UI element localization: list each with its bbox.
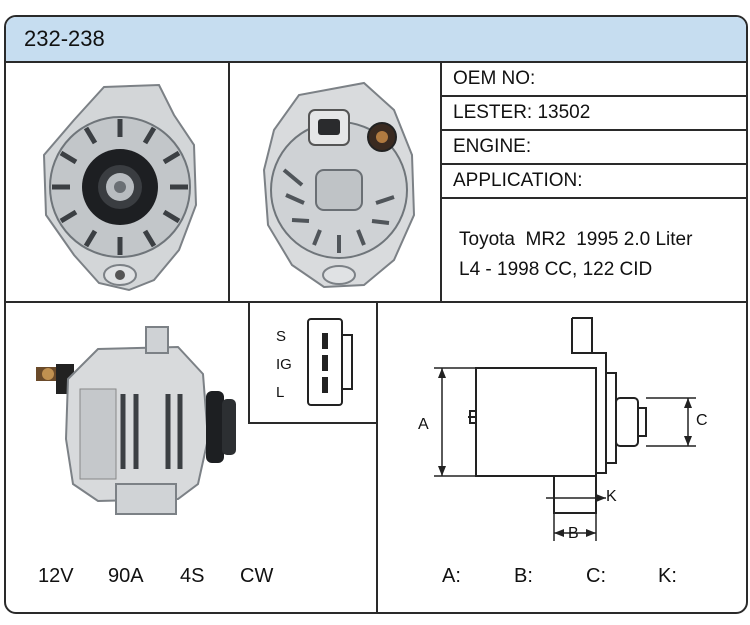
spec-groove: 4S [180, 565, 205, 587]
pin-label-ig: IG [276, 356, 292, 373]
spec-sheet: 232-238 OEM NO: LESTER: 13502 ENGINE: AP… [4, 15, 748, 614]
diagram-label-b: B [568, 525, 579, 542]
lester-number-field: LESTER: 13502 [453, 102, 591, 123]
field-row-line [441, 197, 746, 199]
diagram-label-k: K [606, 488, 617, 505]
plug-box-left [248, 302, 250, 424]
spec-voltage: 12V [38, 565, 74, 587]
title-bar: 232-238 [6, 17, 746, 63]
field-row-line [441, 129, 746, 131]
field-row-line [441, 95, 746, 97]
field-row-line [441, 163, 746, 165]
dim-b-label: B: [514, 565, 533, 587]
divider-v-fields [440, 61, 442, 302]
divider-v-photos [228, 61, 230, 302]
application-line-2: L4 - 1998 CC, 122 CID [459, 259, 653, 280]
application-line-1: Toyota MR2 1995 2.0 Liter [459, 229, 693, 250]
alternator-rear-photo [262, 81, 416, 289]
spec-amperage: 90A [108, 565, 144, 587]
part-number-title: 232-238 [24, 26, 105, 51]
engine-field: ENGINE: [453, 136, 532, 157]
pin-label-l: L [276, 384, 285, 401]
pin-label-s: S [276, 328, 287, 345]
application-field: APPLICATION: [453, 170, 583, 191]
application-text: Toyota MR2 1995 2.0 Liter L4 - 1998 CC, … [459, 225, 692, 285]
oem-number-field: OEM NO: [453, 68, 536, 89]
divider-v-bottom [376, 302, 378, 612]
alternator-front-photo [42, 83, 198, 292]
alternator-side-photo [36, 326, 236, 515]
dim-c-label: C: [586, 565, 606, 587]
connector-plug-icon [307, 318, 353, 406]
diagram-label-c: C [696, 412, 708, 429]
diagram-label-a: A [418, 416, 429, 433]
dim-k-label: K: [658, 565, 677, 587]
plug-box-bottom [248, 422, 377, 424]
spec-rotation: CW [240, 565, 274, 587]
dimension-diagram [434, 317, 696, 541]
dim-a-label: A: [442, 565, 461, 587]
